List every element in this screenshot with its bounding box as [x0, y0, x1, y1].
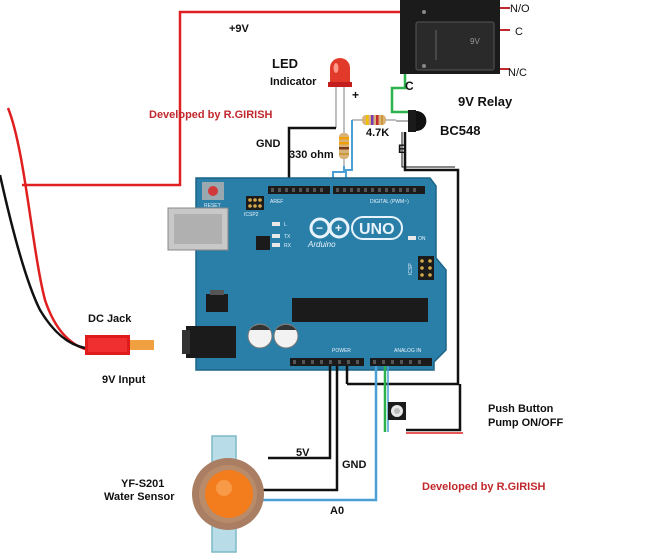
sensor-name-label: Water Sensor	[104, 491, 175, 503]
aref-label: AREF	[270, 199, 283, 205]
emitter-inner-wire	[401, 132, 455, 168]
arduino-logo	[309, 217, 350, 239]
resistor-base-label: 4.7K	[366, 127, 389, 139]
relay: 9V	[400, 0, 510, 74]
push-button-label-2: Pump ON/OFF	[488, 417, 563, 429]
input-label: 9V Input	[102, 374, 146, 386]
sensor-5v-wire	[268, 366, 332, 460]
arduino-board: RESET ICSP2 DIGITAL (PWM~) AREF − + UNO …	[167, 177, 447, 371]
wire-gnd-label: GND	[342, 459, 367, 471]
supply-label: +9V	[229, 23, 250, 35]
board-logo: UNO	[359, 221, 395, 238]
reset-label: RESET	[204, 203, 221, 209]
credit-bottom: Developed by R.GIRISH	[422, 481, 546, 493]
power-label: POWER	[332, 348, 351, 354]
svg-text:−: −	[316, 221, 323, 235]
led-gnd-wire	[287, 126, 336, 186]
sensor-a0-wire	[263, 366, 378, 502]
collector-label: C	[405, 79, 414, 93]
dc-jack-black-wire	[0, 174, 86, 350]
transistor-label: BC548	[440, 123, 480, 138]
credit-top: Developed by R.GIRISH	[149, 109, 273, 121]
relay-no-label: N/O	[510, 3, 530, 15]
resistor-4k7	[352, 115, 396, 125]
led-l-label: L	[284, 222, 287, 228]
sensor-gnd-wire	[262, 366, 339, 492]
board-brand: Arduino	[307, 240, 336, 249]
on-label: ON	[418, 236, 426, 242]
relay-body-text: 9V	[470, 37, 480, 46]
dc-jack	[85, 335, 154, 355]
button-return-wire	[406, 384, 462, 432]
analog-label: ANALOG IN	[394, 348, 422, 354]
water-flow-sensor	[192, 435, 264, 553]
wire-5v-label: 5V	[296, 447, 310, 459]
relay-coil-wire-green	[390, 74, 408, 114]
led-indicator	[328, 58, 352, 128]
push-button	[388, 402, 406, 420]
gnd-top-label: GND	[256, 138, 281, 150]
push-button-label-1: Push Button	[488, 403, 554, 415]
led-plus-label: +	[352, 88, 359, 102]
transistor-bc548	[396, 110, 427, 132]
sensor-model-label: YF-S201	[121, 478, 164, 490]
led-title: LED	[272, 56, 298, 71]
dc-jack-label: DC Jack	[88, 313, 132, 325]
svg-text:+: +	[335, 221, 342, 235]
relay-c-label: C	[515, 26, 523, 38]
emitter-ground-wire	[347, 132, 460, 386]
resistor-330	[339, 102, 349, 168]
relay-nc-label: N/C	[508, 67, 527, 79]
led-tx-label: TX	[284, 234, 291, 240]
wire-a0-label: A0	[330, 505, 344, 517]
icsp-label: ICSP	[408, 263, 414, 275]
icsp2-label: ICSP2	[244, 212, 259, 218]
relay-title: 9V Relay	[458, 94, 513, 109]
digital-label: DIGITAL (PWM~)	[370, 199, 409, 205]
led-subtitle: Indicator	[270, 76, 317, 88]
led-rx-label: RX	[284, 243, 292, 249]
supply-wire	[6, 10, 402, 352]
resistor-led-label: 330 ohm	[289, 149, 334, 161]
